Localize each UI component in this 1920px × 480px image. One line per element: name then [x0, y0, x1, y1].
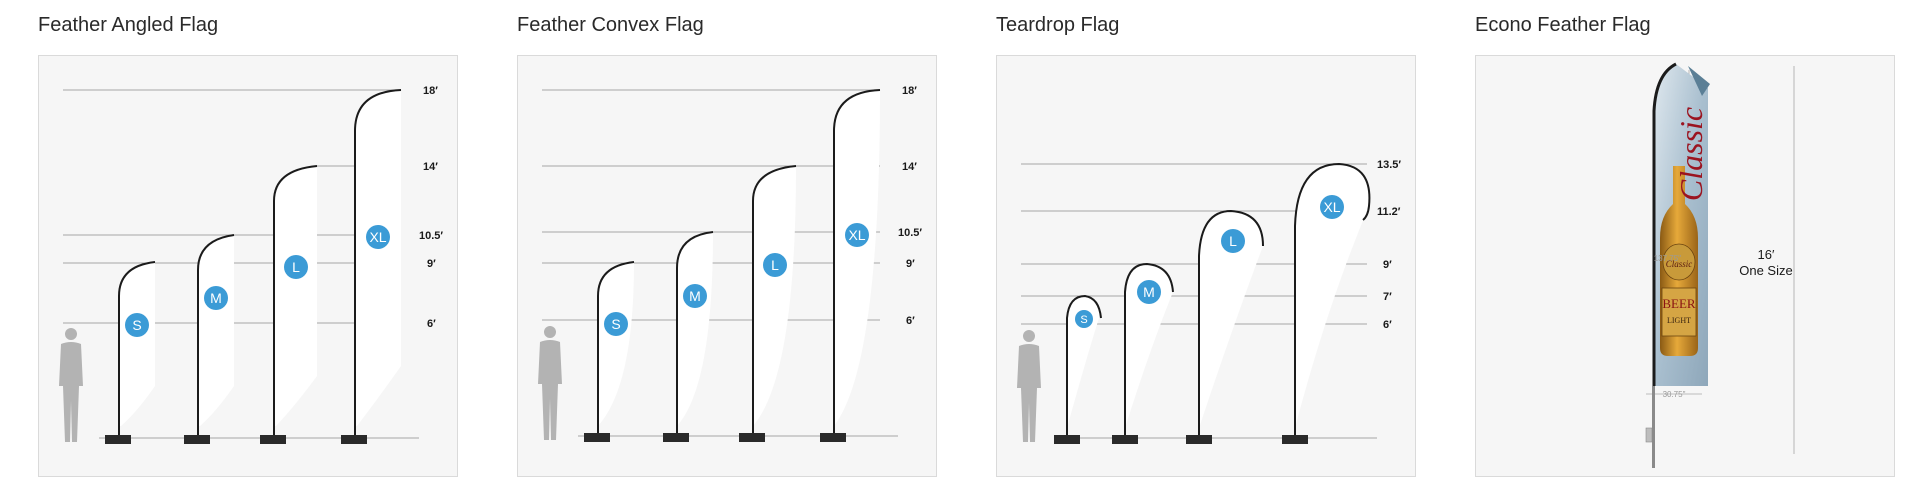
size-label-s: S	[1080, 314, 1087, 326]
flag-l	[260, 165, 318, 444]
size-diagram: Classic Classic BEER LIGHT 137.75" 30.75…	[1475, 55, 1895, 477]
size-label-m: M	[210, 290, 222, 306]
card-title: Feather Convex Flag	[517, 14, 704, 36]
flag-s	[1054, 294, 1102, 444]
height-label: 7′	[1383, 291, 1392, 303]
height-label: 18′	[423, 85, 438, 97]
person-silhouette	[1017, 330, 1041, 442]
size-badges: S M L XL	[132, 229, 386, 333]
flag-xl	[820, 89, 881, 442]
bottle-light-text: LIGHT	[1667, 316, 1691, 325]
flag-s	[105, 261, 156, 444]
size-badges: S M L XL	[1080, 199, 1340, 326]
econo-feather-card: Econo Feather Flag	[1475, 0, 1905, 480]
flag-width-dimension: 30.75"	[1663, 390, 1686, 399]
flag-l	[739, 165, 797, 442]
height-labels: 18′ 14′ 10.5′ 9′ 6′	[419, 85, 443, 330]
height-label: 6′	[1383, 319, 1392, 331]
height-label: 6′	[906, 315, 915, 327]
height-label: 10.5′	[419, 230, 443, 242]
size-label-l: L	[771, 257, 779, 273]
size-badges: S M L XL	[611, 227, 865, 332]
size-label-xl: XL	[1323, 199, 1340, 215]
flag-height-label: 16′	[1758, 247, 1775, 262]
size-label-xl: XL	[369, 229, 386, 245]
bottle-beer-text: BEER	[1662, 296, 1696, 311]
flag-m	[1112, 262, 1174, 444]
flag-size-chart: S M L XL 18′ 14′ 10.5′ 9′ 6′	[59, 85, 443, 444]
flag-size-chart: S M L XL 13.5′ 11.2′ 9′ 7′ 6′	[1017, 159, 1401, 444]
econo-flag: Classic Classic BEER LIGHT	[1645, 62, 1710, 468]
size-label-xl: XL	[848, 227, 865, 243]
card-title: Feather Angled Flag	[38, 14, 219, 36]
banner-brand-text: Classic	[1673, 107, 1709, 201]
height-label: 14′	[423, 161, 438, 173]
size-diagram: S M L XL 18′ 14′ 10.5′ 9′ 6′	[38, 55, 458, 477]
height-label: 9′	[906, 258, 915, 270]
flag-height-dimension: 137.75"	[1654, 254, 1681, 263]
size-diagram: S M L XL 13.5′ 11.2′ 9′ 7′ 6′	[996, 55, 1416, 477]
flag-m	[184, 234, 235, 444]
height-label: 14′	[902, 161, 917, 173]
flag-m	[663, 231, 714, 442]
teardrop-card: Teardrop Flag	[996, 0, 1426, 480]
dimension-labels: 137.75" 30.75" 16′ One Size	[1654, 247, 1793, 399]
flag-s	[584, 261, 635, 442]
height-label: 9′	[1383, 259, 1392, 271]
size-label-s: S	[611, 316, 620, 332]
person-silhouette	[538, 326, 562, 440]
size-label-l: L	[1229, 233, 1237, 249]
feather-angled-card: Feather Angled Flag	[38, 0, 468, 480]
size-label-m: M	[689, 288, 701, 304]
height-label: 11.2′	[1377, 206, 1401, 218]
flag-size-chart: S M L XL 18′ 14′ 10.5′ 9′ 6′	[538, 85, 922, 442]
feather-convex-card: Feather Convex Flag	[517, 0, 947, 480]
flag-l	[1186, 209, 1264, 444]
person-silhouette	[59, 328, 83, 442]
flag-xl	[341, 89, 402, 444]
size-diagram: S M L XL 18′ 14′ 10.5′ 9′ 6′	[517, 55, 937, 477]
card-title: Teardrop Flag	[996, 14, 1120, 36]
height-label: 13.5′	[1377, 159, 1401, 171]
one-size-label: One Size	[1739, 263, 1792, 278]
card-title: Econo Feather Flag	[1475, 14, 1651, 36]
flag-xl	[1282, 162, 1371, 444]
height-label: 6′	[427, 318, 436, 330]
size-label-m: M	[1143, 284, 1155, 300]
bottle-label-text: Classic	[1666, 259, 1693, 269]
size-label-l: L	[292, 259, 300, 275]
beer-bottle-image	[1660, 166, 1698, 356]
height-labels: 13.5′ 11.2′ 9′ 7′ 6′	[1377, 159, 1401, 331]
height-labels: 18′ 14′ 10.5′ 9′ 6′	[898, 85, 922, 327]
height-label: 18′	[902, 85, 917, 97]
height-label: 9′	[427, 258, 436, 270]
size-label-s: S	[132, 317, 141, 333]
height-label: 10.5′	[898, 227, 922, 239]
flag-size-chart: Classic Classic BEER LIGHT 137.75" 30.75…	[1645, 62, 1795, 468]
